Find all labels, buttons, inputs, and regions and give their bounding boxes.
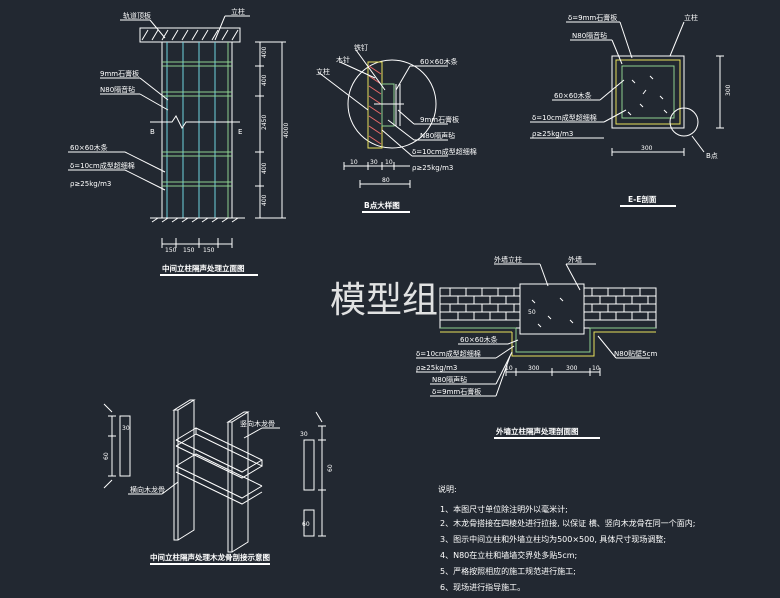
ee-dim-w: 300 <box>641 145 653 152</box>
keel-dim-l2: 60 <box>103 452 110 460</box>
b-label-wood: 60×60木条 <box>420 57 458 66</box>
title-elevation: 中间立柱隔声处理立面图 <box>162 263 245 273</box>
note-6: 6、现场进行指导施工。 <box>440 582 525 592</box>
label-section-e: E <box>238 128 242 136</box>
notes-heading: 说明: <box>438 484 457 494</box>
keel-drawing: 竖向木龙骨 横向木龙骨 30 60 30 60 60 中间立柱隔声处理木龙骨剖接… <box>103 399 334 565</box>
notes-block: 说明: 1、本图尺寸单位除注明外以毫米计; 2、木龙骨搭接在四棱处进行拉接, 以… <box>438 484 695 592</box>
b-dim-c: 10 <box>385 159 393 166</box>
section-ee-drawing: δ=9mm石膏板 N80隔音毡 立柱 60×60木条 δ=10cm成型超细棉 ρ… <box>530 13 732 207</box>
ow-label-wall: 外墙 <box>568 255 582 264</box>
ow-label-wool: δ=10cm成型超细棉 <box>416 349 481 358</box>
watermark: 模型组 <box>330 280 438 321</box>
dim-5: 400 <box>261 194 268 206</box>
keel-dim-r3: 60 <box>302 521 310 528</box>
ow-dim-a: 10 <box>505 365 513 372</box>
dim-2: 400 <box>261 74 268 86</box>
ow-dim-d: 10 <box>592 365 600 372</box>
note-3: 3、图示中间立柱和外墙立柱均为500×500, 具体尺寸现场调整; <box>440 534 666 544</box>
title-keel: 中间立柱隔声处理木龙骨剖接示意图 <box>150 552 270 562</box>
dim-1: 400 <box>261 46 268 58</box>
dim-b3: 150 <box>203 247 215 254</box>
ee-label-wood: 60×60木条 <box>554 91 592 100</box>
b-label-wool: δ=10cm成型超细棉 <box>412 147 477 156</box>
note-5: 5、严格按照相应的施工规范进行施工; <box>440 566 576 576</box>
keel-dim-l1: 30 <box>122 425 130 432</box>
note-1: 1、本图尺寸单位除注明外以毫米计; <box>440 504 568 514</box>
label-n80: N80隔音毡 <box>100 85 135 94</box>
dim-total: 4000 <box>283 123 290 138</box>
ow-label-n80b: N80贴壁5cm <box>614 349 657 358</box>
label-ceiling: 轨道顶板 <box>123 11 151 20</box>
ee-label-board: δ=9mm石膏板 <box>568 13 617 22</box>
dim-3: 2450 <box>261 115 268 130</box>
ee-dim-h: 300 <box>725 84 732 96</box>
keel-label-horizontal: 横向木龙骨 <box>130 485 165 494</box>
ow-label-wood: 60×60木条 <box>460 335 498 344</box>
outer-wall-drawing: 外墙立柱 外墙 50 60×60木条 δ=10cm成型超细棉 ρ≥25kg/m3… <box>416 255 657 439</box>
b-label-density: ρ≥25kg/m3 <box>412 164 453 172</box>
ow-dim-b: 300 <box>528 365 540 372</box>
ow-dim-c: 300 <box>566 365 578 372</box>
label-section-b: B <box>150 128 155 136</box>
label-wool: δ=10cm成型超细棉 <box>70 161 135 170</box>
b-label-column: 立柱 <box>316 67 330 76</box>
keel-label-vertical: 竖向木龙骨 <box>240 419 275 428</box>
ow-label-column: 外墙立柱 <box>494 255 522 264</box>
note-2: 2、木龙骨搭接在四棱处进行拉接, 以保证 横、竖向木龙骨在同一个面内; <box>440 518 695 528</box>
dim-4: 400 <box>261 162 268 174</box>
ow-label-board: δ=9mm石膏板 <box>432 387 481 396</box>
ee-label-wool: δ=10cm成型超细棉 <box>532 113 597 122</box>
label-column: 立柱 <box>231 7 245 16</box>
b-label-nail: 铁钉 <box>354 43 368 52</box>
title-section-ee: E-E剖面 <box>628 194 657 204</box>
keel-dim-r1: 30 <box>300 431 308 438</box>
label-density: ρ≥25kg/m3 <box>70 180 111 188</box>
b-dim-d: 80 <box>382 177 390 184</box>
title-outer: 外墙立柱隔声处理剖面图 <box>496 426 579 436</box>
b-dim-a: 10 <box>350 159 358 166</box>
b-label-wood-nail: 木针 <box>336 55 350 64</box>
keel-dim-r2: 60 <box>327 464 334 472</box>
ceiling-slab <box>139 27 241 43</box>
b-label-board: 9mm石膏板 <box>420 115 459 124</box>
b-dim-b: 30 <box>370 159 378 166</box>
title-detail-b: B点大样图 <box>364 200 400 210</box>
b-label-n80: N80隔声毡 <box>420 131 455 140</box>
elevation-drawing: 轨道顶板 立柱 9mm石膏板 N80隔音毡 B E 60×60木条 δ=10cm… <box>68 7 290 276</box>
ow-label-n80: N80隔声毡 <box>432 375 467 384</box>
dim-b2: 150 <box>183 247 195 254</box>
dim-b1: 150 <box>165 247 177 254</box>
ee-label-column: 立柱 <box>684 13 698 22</box>
ow-label-density: ρ≥25kg/m3 <box>416 364 457 372</box>
label-wood: 60×60木条 <box>70 143 108 152</box>
ee-label-detail-b: B点 <box>706 152 718 160</box>
note-4: 4、N80在立柱和墙墙交界处多贴5cm; <box>440 550 577 560</box>
ee-label-density: ρ≥25kg/m3 <box>532 130 573 138</box>
label-board: 9mm石膏板 <box>100 69 139 78</box>
ow-dim-50: 50 <box>528 309 536 316</box>
ee-label-n80: N80隔音毡 <box>572 31 607 40</box>
detail-b-drawing: 立柱 木针 铁钉 60×60木条 9mm石膏板 N80隔声毡 δ=10cm成型超… <box>316 43 477 213</box>
